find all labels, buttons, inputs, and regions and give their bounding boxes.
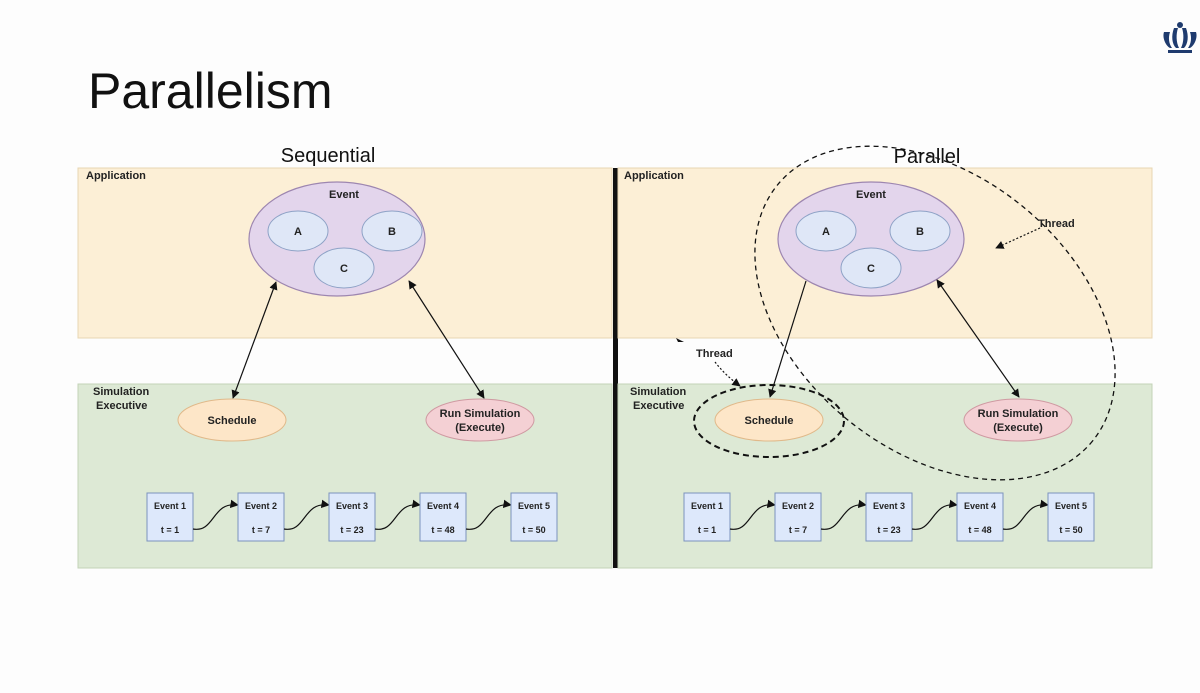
event-box-time: t = 48 [431,525,454,535]
event-box [237,492,285,542]
schedule-node [177,398,287,442]
event-box [146,492,194,542]
event-label: Event [856,189,886,201]
event-box-time: t = 23 [340,525,363,535]
event-box-name: Event 1 [154,501,186,511]
run-label-line2: (Execute) [993,422,1043,434]
event-box-time: t = 48 [968,525,991,535]
run-simulation-node [425,398,535,442]
event-box [419,492,467,542]
event-connector-arrow [192,499,239,530]
event-box-time: t = 50 [1059,525,1082,535]
event-schedule-arrow [768,280,807,398]
event-ellipse [777,181,965,297]
executive-label-line1: Simulation [93,386,150,398]
run-label-line1: Run Simulation [440,408,521,420]
event-box [510,492,558,542]
event-box-name: Event 4 [427,501,459,511]
sub-event-c [840,247,902,289]
sub-event-c [313,247,375,289]
sequential-heading: Sequential [281,145,376,167]
event-run-arrow [936,279,1020,398]
crown-icon [1163,22,1197,53]
event-connector-arrow [729,499,776,530]
thread-pointer-left [714,361,741,387]
event-box-time: t = 7 [789,525,807,535]
sub-event-b-label: B [388,226,396,238]
event-box [1047,492,1095,542]
event-box [774,492,822,542]
sequential-event-queue: Event 1 t = 1 Event 2 t = 7 Event 3 t = 23 Eve… [146,492,558,542]
parallel-event-queue: Event 1 t = 1 Event 2 t = 7 Event 3 t = 23 Eve… [683,492,1095,542]
sub-event-b-label: B [916,226,924,238]
event-box-time: t = 1 [161,525,179,535]
sub-event-a [267,210,329,252]
event-box-name: Event 5 [518,501,550,511]
sub-event-c-label: C [867,263,875,275]
thread-pointer-top [995,227,1041,249]
application-label: Application [624,170,684,182]
event-box-time: t = 23 [877,525,900,535]
application-label: Application [86,170,146,182]
event-box [956,492,1004,542]
run-label-line1: Run Simulation [978,408,1059,420]
event-connector-arrow [820,499,867,530]
sub-event-a-label: A [822,226,830,238]
executive-label-line1: Simulation [630,386,687,398]
executive-label-line2: Executive [633,400,684,412]
schedule-label: Schedule [745,415,794,427]
slide-title: Parallelism [88,63,333,119]
thread-boundary-schedule [693,384,845,458]
thread-boundary-main [754,145,1116,481]
sub-event-b [889,210,951,252]
event-label: Event [329,189,359,201]
event-ellipse [248,181,426,297]
event-connector-arrow [374,499,421,530]
executive-label-line2: Executive [96,400,147,412]
event-box-name: Event 3 [873,501,905,511]
event-box-name: Event 2 [245,501,277,511]
sub-event-a-label: A [294,226,302,238]
event-box-time: t = 1 [698,525,716,535]
event-connector-arrow [1002,499,1049,530]
parallel-panel: Parallel Application Simulation Executiv… [617,145,1153,569]
run-label-line2: (Execute) [455,422,505,434]
event-run-arrow [408,280,485,399]
event-connector-arrow [283,499,330,530]
event-box-name: Event 2 [782,501,814,511]
run-simulation-node [963,398,1073,442]
schedule-node [714,398,824,442]
sub-event-b [361,210,423,252]
event-box-name: Event 3 [336,501,368,511]
event-box-name: Event 4 [964,501,996,511]
event-box-name: Event 1 [691,501,723,511]
event-connector-arrow [911,499,958,530]
schedule-label: Schedule [208,415,257,427]
event-box-time: t = 7 [252,525,270,535]
thread-label-left: Thread [696,348,733,360]
event-box-name: Event 5 [1055,501,1087,511]
event-box [865,492,913,542]
cursor-icon [676,338,684,346]
parallel-heading: Parallel [894,146,961,168]
thread-label-top: Thread [1038,218,1075,230]
event-connector-arrow [465,499,512,530]
sub-event-c-label: C [340,263,348,275]
event-box [328,492,376,542]
event-schedule-arrow [231,281,278,399]
event-box-time: t = 50 [522,525,545,535]
panel-divider [613,168,618,568]
sub-event-a [795,210,857,252]
event-box [683,492,731,542]
sequential-panel: Sequential Application Simulation Execut… [77,145,613,569]
